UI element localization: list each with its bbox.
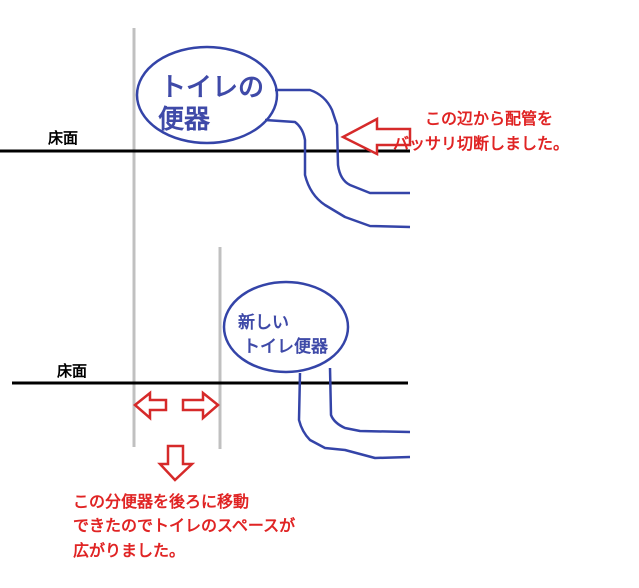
space-annotation-line3: 広がりました。 (73, 541, 185, 560)
left-arrow-icon (133, 390, 168, 421)
drain-pipe-upper (275, 88, 410, 195)
new-toilet-label-line2: トイレ便器 (243, 336, 329, 357)
cut-annotation-line1: この辺から配管を (425, 109, 553, 128)
toilet-label-line2: 便器 (158, 105, 211, 135)
toilet-bowl (135, 45, 279, 145)
space-annotation-line1: この分便器を後ろに移動 (73, 492, 249, 511)
floor-label: 床面 (48, 129, 78, 147)
before-section: 床面 トイレの 便器 この辺から配管を バッサリ切断しました。 (0, 45, 569, 229)
space-annotation-line2: できたのでトイレのスペースが (73, 516, 295, 535)
floor-label: 床面 (57, 362, 87, 380)
toilet-label-line1: トイレの (160, 73, 264, 103)
new-drain-pipe-inner (328, 367, 411, 434)
cut-annotation-line2: バッサリ切断しました。 (393, 134, 569, 153)
new-drain-pipe-outer (297, 372, 411, 460)
down-arrow-icon (157, 444, 196, 482)
drain-pipe-lower (264, 118, 411, 229)
new-toilet-bowl (222, 280, 350, 374)
left-arrow-icon (340, 116, 412, 157)
after-section: 床面 新しい トイレ便器 この分便器を後ろに移動 できたのでトイレのスペースが … (12, 280, 411, 560)
right-arrow-icon (181, 390, 220, 421)
new-toilet-label-line1: 新しい (238, 312, 289, 333)
